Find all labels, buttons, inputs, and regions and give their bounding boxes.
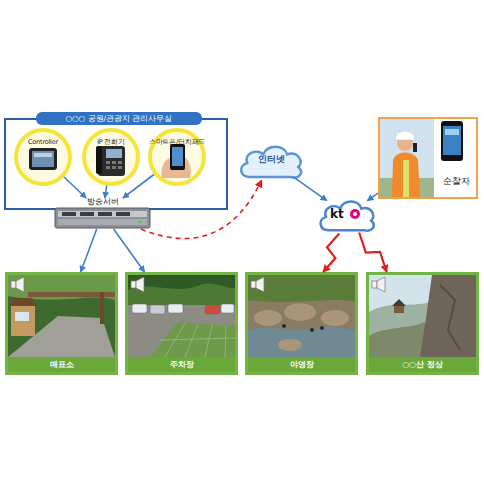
carrier-label: kt <box>330 208 344 220</box>
flow-arrow <box>105 186 107 198</box>
mobile-phone <box>441 121 463 161</box>
controller-device <box>29 148 57 170</box>
cloud-shape <box>316 196 378 234</box>
network-cloud: 인터넷 <box>236 141 306 181</box>
site-photo-box: ○○산 정상 <box>366 272 479 375</box>
internet-link <box>141 180 262 238</box>
campsite-photo <box>248 275 355 357</box>
site-label: 주차장 <box>128 357 235 372</box>
flow-arrow <box>114 229 145 272</box>
site-label: ○○산 정상 <box>369 357 476 372</box>
device-label: Controller <box>12 139 74 146</box>
server-node: 방송서버 <box>55 198 150 229</box>
group-title: ○○○ 공원/관광지 관리사무실 <box>36 112 202 125</box>
device-circle: IP 전화기 <box>82 128 140 186</box>
flow-arrow <box>367 193 378 201</box>
ticket-booth-photo <box>8 275 115 357</box>
office-group-box: ○○○ 공원/관광지 관리사무실ControllerIP 전화기스마트폰/터치패… <box>4 118 228 210</box>
patroller-photo <box>380 119 434 197</box>
cloud-label: 인터넷 <box>236 155 306 164</box>
site-label: 야영장 <box>248 357 355 372</box>
flow-arrow <box>293 177 327 201</box>
site-photo-box: 매표소 <box>5 272 118 375</box>
speaker-icon <box>11 277 385 292</box>
server-rack <box>55 208 150 228</box>
site-label: 매표소 <box>8 357 115 372</box>
wireless-link <box>323 233 339 272</box>
device-label: IP 전화기 <box>80 139 142 146</box>
device-circle: 스마트폰/터치패드 <box>148 128 206 186</box>
ip-phone <box>96 146 125 176</box>
server-label: 방송서버 <box>55 198 150 206</box>
device-circle: Controller <box>14 128 72 186</box>
patroller-label: 순찰자 <box>443 177 470 186</box>
carrier-cloud: kt <box>316 196 378 234</box>
kt-logo-mark <box>350 209 360 219</box>
wireless-link <box>359 233 387 273</box>
smartphone-hand <box>161 144 190 178</box>
parking-photo <box>128 275 235 357</box>
flow-arrow <box>81 229 97 272</box>
device-label: 스마트폰/터치패드 <box>146 139 208 146</box>
flow-arrow <box>64 177 86 198</box>
flow-arrow <box>123 175 154 199</box>
summit-photo <box>369 275 476 357</box>
site-photo-box: 주차장 <box>125 272 238 375</box>
site-photo-box: 야영장 <box>245 272 358 375</box>
patroller-box: 순찰자 <box>378 117 478 199</box>
